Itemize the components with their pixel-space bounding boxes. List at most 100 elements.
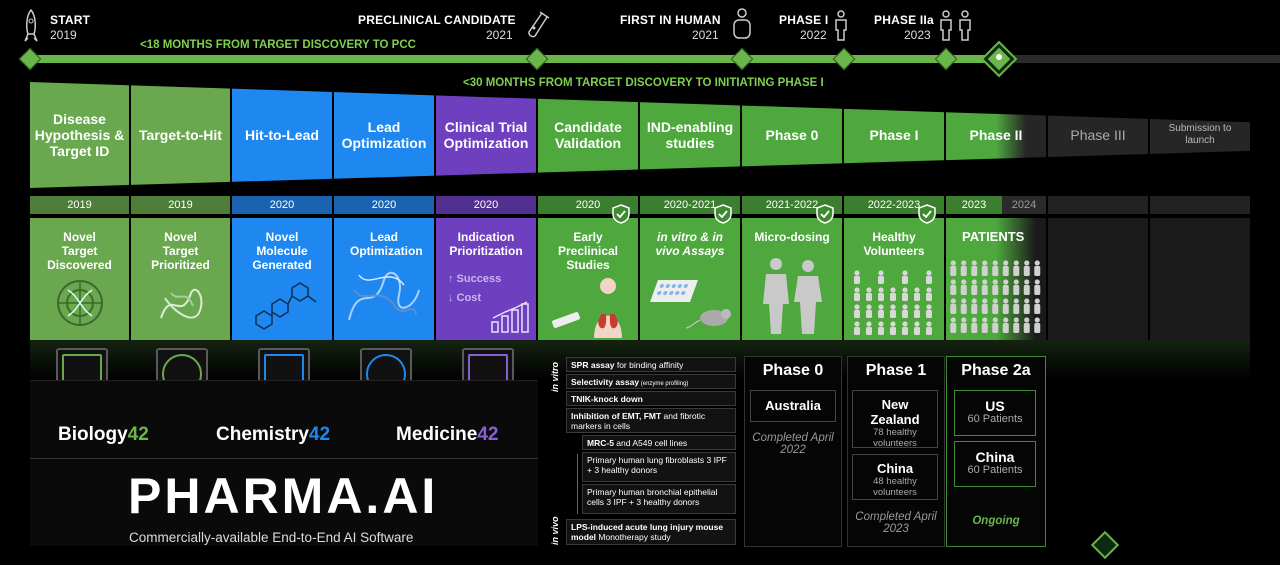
country-sub: 48 healthy volunteers xyxy=(873,476,917,498)
person-figure xyxy=(960,260,967,276)
person-figure xyxy=(914,304,920,318)
assay-bold: MRC-5 xyxy=(587,438,614,448)
phase0-panel xyxy=(744,356,842,547)
chemistry42-logo: Chemistry42 xyxy=(216,424,330,446)
biology-label: Biology xyxy=(58,424,128,445)
assay-item: MRC-5 and A549 cell lines xyxy=(582,435,736,450)
chemistry-label: Chemistry xyxy=(216,424,309,445)
assay-item: TNIK-knock down xyxy=(566,391,736,406)
person-figure xyxy=(902,321,908,335)
person-figure xyxy=(950,260,957,276)
phase1-panel xyxy=(847,356,945,547)
year-label: 2019 xyxy=(131,196,230,214)
milestone-marker xyxy=(730,47,754,71)
person-figure xyxy=(981,317,988,333)
column-micro-dosing: Micro-dosing xyxy=(742,218,842,340)
success-label: ↑ Success xyxy=(448,273,502,285)
person-figure xyxy=(890,321,896,335)
column-title: Micro-dosing xyxy=(754,230,830,244)
milestone-start-year: 2019 xyxy=(50,28,77,42)
person-figure xyxy=(1034,298,1041,314)
assay-bold: LPS-induced acute lung injury mouse mode… xyxy=(571,522,724,542)
assay-rest: and A549 cell lines xyxy=(613,438,688,448)
person-figure xyxy=(971,317,978,333)
person-figure xyxy=(878,287,884,301)
chemistry-num: 42 xyxy=(308,424,331,445)
assay-item: Selectivity assay (enzyme profiling) xyxy=(566,374,736,389)
column-title: in vitro & in vivo Assays xyxy=(655,230,725,258)
person-figure xyxy=(878,321,884,335)
pcc-duration-label: <18 MONTHS FROM TARGET DISCOVERY TO PCC xyxy=(140,39,416,51)
person-figure xyxy=(902,304,908,318)
person-figure xyxy=(902,287,908,301)
person-figure xyxy=(1034,317,1041,333)
column-patients: PATIENTS xyxy=(946,218,1046,340)
stage-lead-optimization: Lead Optimization xyxy=(334,82,434,188)
protein-icon xyxy=(159,288,202,319)
person-figure xyxy=(866,321,872,335)
milestone-phase1-year: 2022 xyxy=(800,28,827,42)
person-figure xyxy=(902,270,908,284)
stage-submission: Submission to launch xyxy=(1150,82,1250,188)
year-label: 2024 xyxy=(1002,196,1046,214)
patients-icon xyxy=(950,260,1041,333)
person-figure xyxy=(914,287,920,301)
column-title: Early Preclinical Studies xyxy=(557,230,619,272)
person-figure xyxy=(992,260,999,276)
patient-icon xyxy=(728,6,756,47)
country-sub: 60 Patients xyxy=(967,413,1023,425)
person-figure xyxy=(890,304,896,318)
column-title: PATIENTS xyxy=(962,229,1025,244)
assay-rest: (enzyme profiling) xyxy=(639,381,689,387)
person-figure xyxy=(960,317,967,333)
pharma-ai-tagline: Commercially-available End-to-End AI Sof… xyxy=(129,530,414,545)
person-figure xyxy=(926,287,932,301)
shield-check-icon xyxy=(714,204,732,224)
biology42-logo: Biology42 xyxy=(58,424,149,446)
person-figure xyxy=(950,317,957,333)
person-figure xyxy=(971,260,978,276)
milestone-marker xyxy=(934,47,958,71)
person-figure xyxy=(890,287,896,301)
assay-item: LPS-induced acute lung injury mouse mode… xyxy=(566,519,736,545)
person-figure xyxy=(981,298,988,314)
phase0-status: Completed April 2022 xyxy=(752,432,834,456)
person-figure xyxy=(1002,279,1009,295)
target-dna-icon xyxy=(56,280,103,326)
assay-item: SPR assay for binding affinity xyxy=(566,357,736,372)
stage-phase-1: Phase I xyxy=(844,82,944,188)
human-figures-icon xyxy=(763,258,822,334)
person-figure xyxy=(1013,260,1020,276)
phase0-country: Australia xyxy=(750,390,836,422)
stage-phase-0: Phase 0 xyxy=(742,82,842,188)
shield-check-icon xyxy=(612,204,630,224)
person-figure xyxy=(1034,260,1041,276)
year-label: 2019 xyxy=(30,196,129,214)
phase2a-title: Phase 2a xyxy=(961,362,1031,379)
milestone-marker xyxy=(832,47,856,71)
assay-rest: for binding affinity xyxy=(614,360,684,370)
lungs-icon xyxy=(552,278,622,338)
person-figure xyxy=(1023,298,1030,314)
phase1-title: Phase 1 xyxy=(865,362,927,379)
column-title: Novel Target Discovered xyxy=(47,230,112,272)
milestone-fih-title: FIRST IN HUMAN xyxy=(620,13,721,27)
column-healthy-volunteers: Healthy Volunteers xyxy=(844,218,944,340)
pharma-ai-brand: PHARMA.AI xyxy=(128,468,439,524)
person-figure xyxy=(1002,317,1009,333)
assay-bold: Inhibition of EMT, FMT xyxy=(571,411,662,421)
phase0-title: Phase 0 xyxy=(762,362,824,379)
person-figure xyxy=(981,279,988,295)
person-figure xyxy=(960,279,967,295)
person-figure xyxy=(878,270,884,284)
in-vitro-label-wrap: in vitro xyxy=(548,356,562,496)
in-vitro-label: in vitro xyxy=(550,361,560,392)
person-figure xyxy=(950,298,957,314)
assay-item: Inhibition of EMT, FMT and fibrotic mark… xyxy=(566,408,736,433)
column-molecule-generated: Novel Molecule Generated xyxy=(232,218,332,340)
milestone-marker xyxy=(525,47,549,71)
column-title: Novel Molecule Generated xyxy=(252,230,312,272)
assay-rest: and fibrotic markers in cells xyxy=(571,411,706,431)
cost-label: ↓ Cost xyxy=(448,292,481,304)
column-title: Lead Optimization xyxy=(350,230,423,258)
